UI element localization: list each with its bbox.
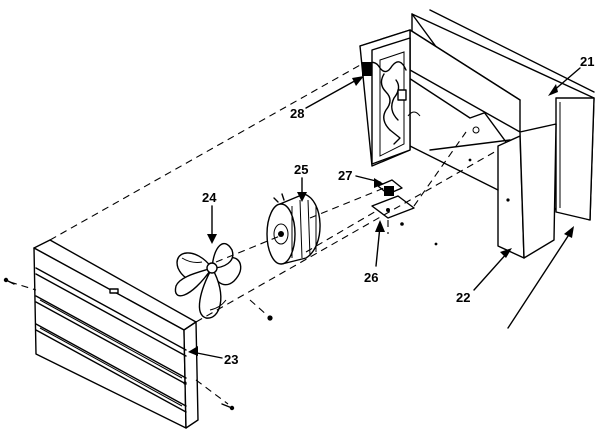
label-part-25: 25 [294,162,308,177]
mounting-screw-right [221,403,235,411]
fan-blade [174,243,242,319]
leader-lines [188,67,581,359]
label-part-21: 21 [580,54,594,69]
fan-motor [266,193,321,321]
label-part-23: 23 [224,352,238,367]
front-grille [33,239,199,429]
label-part-27: 27 [338,168,352,183]
thermostat-bracket [371,179,415,226]
assembly-guide-lines [9,63,499,405]
label-part-26: 26 [364,270,378,285]
label-part-28: 28 [290,106,304,121]
label-part-24: 24 [202,190,217,205]
label-part-22: 22 [456,290,470,305]
chassis-base-pan [359,29,557,259]
